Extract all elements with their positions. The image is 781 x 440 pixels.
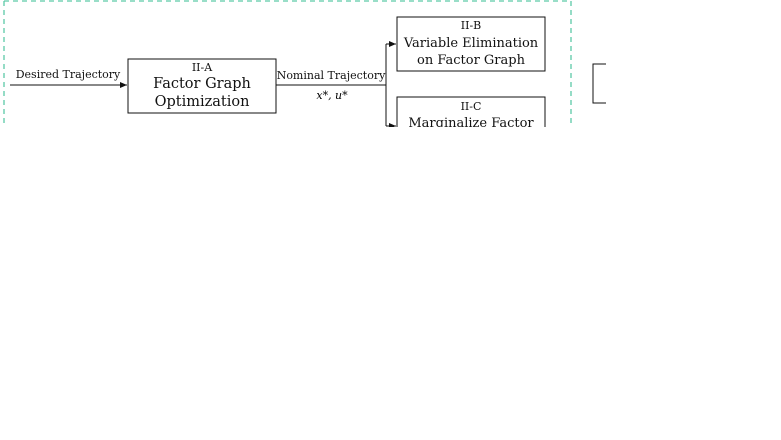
block-a-id: II-A <box>192 61 213 74</box>
input-edge-label: Desired Trajectory <box>16 68 121 81</box>
output-edge-label: Nominal Trajectory <box>277 69 386 82</box>
block-a-line2: Optimization <box>155 94 250 110</box>
output-edge-math: x*, u* <box>316 89 348 102</box>
block-c-id: II-C <box>461 100 482 113</box>
block-variable-elimination: II-B Variable Elimination on Factor Grap… <box>396 16 546 72</box>
clip-mask <box>0 127 781 440</box>
block-b-line2: on Factor Graph <box>417 53 526 68</box>
block-a-line1: Factor Graph <box>153 76 251 92</box>
dashed-frame <box>3 0 572 126</box>
partial-box-right <box>592 63 606 104</box>
block-b-id: II-B <box>461 19 482 32</box>
block-b-line1: Variable Elimination <box>403 36 539 51</box>
block-factor-graph-optimization: II-A Factor Graph Optimization <box>127 58 277 114</box>
